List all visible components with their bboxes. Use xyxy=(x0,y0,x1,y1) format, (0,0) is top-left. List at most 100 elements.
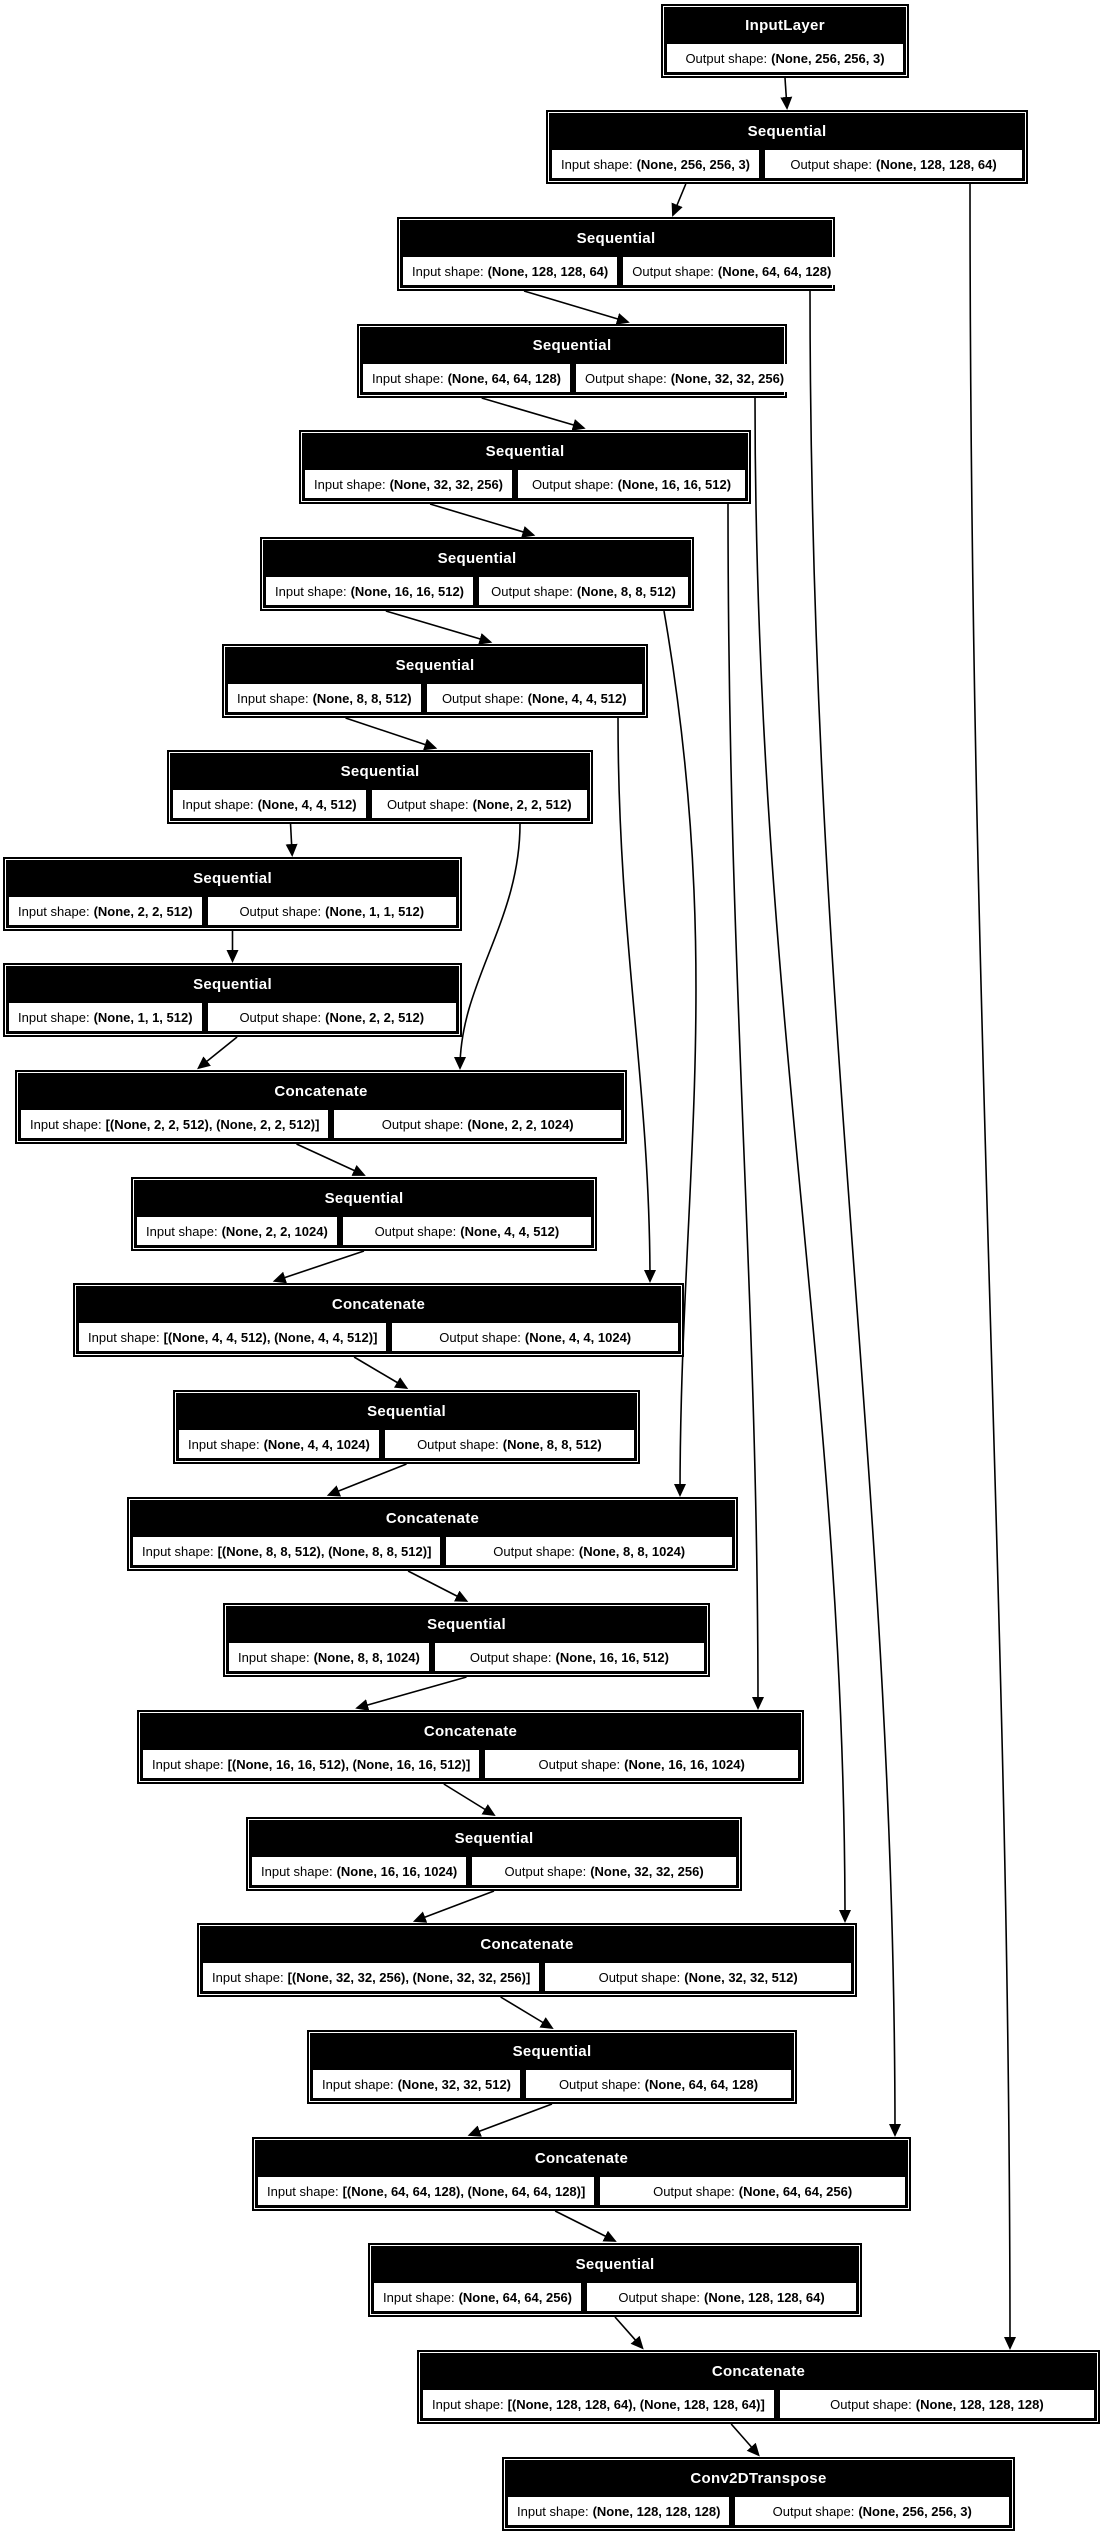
shape-label: Input shape: xyxy=(237,690,309,706)
shape-value: (None, 32, 32, 256) xyxy=(670,370,785,386)
shape-label: Input shape: xyxy=(212,1969,284,1985)
output-shape-cell: Output shape:(None, 4, 4, 512) xyxy=(342,1217,591,1245)
output-shape-cell: Output shape:(None, 64, 64, 128) xyxy=(526,2070,791,2098)
edge-chain-2-3 xyxy=(523,290,630,325)
shape-label: Input shape: xyxy=(517,2503,589,2519)
shape-value: (None, 64, 64, 128) xyxy=(717,263,832,279)
shape-label: Input shape: xyxy=(412,263,484,279)
shape-value: (None, 2, 2, 1024) xyxy=(221,1223,328,1239)
node-title: Sequential xyxy=(747,123,827,140)
node-title: Sequential xyxy=(532,337,612,354)
shape-label: Output shape: xyxy=(504,1863,587,1879)
edge-chain-3-4 xyxy=(481,397,586,431)
node-shape-row: Input shape:(None, 4, 4, 512)Output shap… xyxy=(173,790,587,818)
shape-value: (None, 16, 16, 1024) xyxy=(336,1863,458,1879)
shape-label: Input shape: xyxy=(30,1116,102,1132)
edge-chain-1-2 xyxy=(671,183,687,217)
edge-chain-18-19 xyxy=(500,1996,554,2030)
node-shape-row: Input shape:(None, 2, 2, 512)Output shap… xyxy=(9,897,456,925)
node-title: Concatenate xyxy=(385,1510,480,1527)
shape-value: [(None, 32, 32, 256), (None, 32, 32, 256… xyxy=(287,1969,531,1985)
node-title: Sequential xyxy=(193,870,272,887)
edge-chain-21-22 xyxy=(614,2316,644,2350)
shape-label: Output shape: xyxy=(685,50,768,66)
output-shape-cell: Output shape:(None, 16, 16, 512) xyxy=(518,470,745,498)
shape-label: Input shape: xyxy=(322,2076,394,2092)
shape-value: (None, 128, 128, 64) xyxy=(487,263,609,279)
shape-label: Output shape: xyxy=(772,2503,855,2519)
input-shape-cell: Input shape:(None, 32, 32, 512) xyxy=(313,2070,521,2098)
shape-label: Output shape: xyxy=(374,1223,457,1239)
node-shape-row: Input shape:(None, 1, 1, 512)Output shap… xyxy=(9,1003,456,1031)
node-title: InputLayer xyxy=(745,17,825,34)
node-title: Conv2DTranspose xyxy=(690,2470,827,2487)
edge-chain-11-12 xyxy=(272,1250,365,1284)
shape-value: (None, 16, 16, 512) xyxy=(555,1649,669,1665)
output-shape-cell: Output shape:(None, 64, 64, 256) xyxy=(600,2177,905,2205)
node-title: Concatenate xyxy=(423,1723,518,1740)
node-shape-row: Input shape:[(None, 16, 16, 512), (None,… xyxy=(143,1750,798,1778)
shape-label: Output shape: xyxy=(493,1543,575,1559)
edge-chain-9-10 xyxy=(197,1036,238,1070)
shape-label: Output shape: xyxy=(491,583,573,599)
edge-chain-13-14 xyxy=(326,1463,407,1497)
shape-value: (None, 64, 64, 128) xyxy=(447,370,562,386)
node-shape-row: Input shape:(None, 2, 2, 1024)Output sha… xyxy=(137,1217,591,1245)
shape-label: Input shape: xyxy=(261,1863,333,1879)
node-shape-row: Input shape:(None, 128, 128, 64)Output s… xyxy=(403,257,841,285)
output-shape-cell: Output shape:(None, 32, 32, 256) xyxy=(472,1857,736,1885)
shape-label: Input shape: xyxy=(561,156,633,172)
node-shape-row: Input shape:(None, 64, 64, 128)Output sh… xyxy=(363,364,794,392)
node-shape-row: Input shape:[(None, 4, 4, 512), (None, 4… xyxy=(79,1323,678,1351)
edge-skip-4-16 xyxy=(727,503,764,1710)
input-shape-cell: Input shape:[(None, 128, 128, 64), (None… xyxy=(423,2390,774,2418)
edge-skip-3-18 xyxy=(754,397,851,1923)
node-shape-row: Input shape:[(None, 2, 2, 512), (None, 2… xyxy=(21,1110,621,1138)
node-shape-row: Input shape:(None, 16, 16, 1024) Output s… xyxy=(252,1857,736,1885)
shape-value: [(None, 4, 4, 512), (None, 4, 4, 512)] xyxy=(163,1329,378,1345)
shape-value: (None, 64, 64, 128) xyxy=(644,2076,759,2092)
node-shape-row: Input shape:(None, 32, 32, 512)Output sh… xyxy=(313,2070,791,2098)
shape-value: (None, 32, 32, 256) xyxy=(389,476,504,492)
output-shape-cell: Output shape:(None, 4, 4, 512) xyxy=(426,684,642,712)
edge-chain-15-16 xyxy=(355,1676,467,1711)
shape-value: (None, 8, 8, 1024) xyxy=(313,1649,420,1665)
input-shape-cell: Input shape:(None, 2, 2, 1024) xyxy=(137,1217,337,1245)
shape-label: Input shape: xyxy=(267,2183,339,2199)
output-shape-cell: Output shape:(None, 8, 8, 1024) xyxy=(446,1537,732,1565)
shape-label: Input shape: xyxy=(188,1436,260,1452)
output-shape-cell: Output shape:(None, 8, 8, 512) xyxy=(479,577,688,605)
shape-label: Input shape: xyxy=(432,2396,504,2412)
shape-label: Input shape: xyxy=(18,903,90,919)
edge-chain-17-18 xyxy=(412,1890,495,1923)
input-shape-cell: Input shape:[(None, 64, 64, 128), (None,… xyxy=(258,2177,595,2205)
output-shape-cell: Output shape:(None, 128, 128, 64) xyxy=(765,150,1022,178)
edge-chain-16-17 xyxy=(443,1783,496,1817)
output-shape-cell: Output shape:(None, 128, 128, 128) xyxy=(779,2390,1094,2418)
output-shape-cell: Output shape:(None, 8, 8, 512) xyxy=(384,1430,634,1458)
output-shape-cell: Output shape:(None, 16, 16, 1024) xyxy=(485,1750,798,1778)
shape-value: (None, 1, 1, 512) xyxy=(93,1009,193,1025)
shape-label: Output shape: xyxy=(469,1649,552,1665)
node-shape-row: Input shape:(None, 256, 256, 3)Output sh… xyxy=(552,150,1022,178)
input-shape-cell: Input shape:[(None, 4, 4, 512), (None, 4… xyxy=(79,1323,387,1351)
node-title: Sequential xyxy=(454,1830,534,1847)
output-shape-cell: Output shape:(None, 256, 256, 3) xyxy=(667,44,903,72)
